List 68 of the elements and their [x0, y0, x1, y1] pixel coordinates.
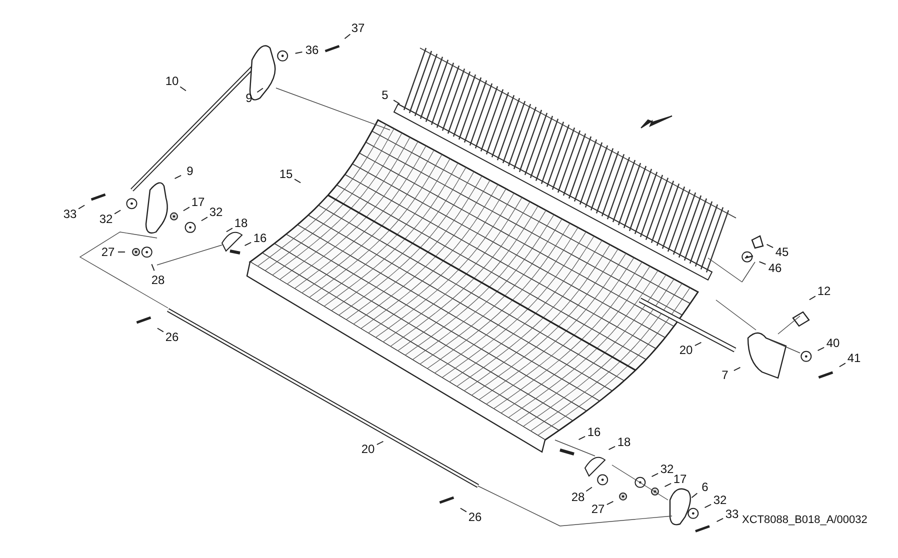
leader-line: [578, 436, 586, 440]
callout-number: 7: [722, 368, 728, 382]
leader-line: [294, 51, 303, 54]
leader-line: [151, 264, 155, 272]
callout-number: 27: [591, 502, 605, 516]
callout-number: 10: [165, 74, 179, 88]
callout-number: 20: [679, 343, 693, 357]
callout-number: 18: [234, 216, 248, 230]
callout-number: 32: [99, 212, 113, 226]
callout-number: 12: [817, 284, 831, 298]
leader-line: [716, 518, 724, 522]
callout-number: 9: [246, 91, 252, 105]
leader-line: [691, 492, 698, 498]
leader-line: [78, 204, 86, 210]
leader-line: [704, 504, 712, 508]
callout-number: 26: [165, 330, 179, 344]
callout-number: 15: [279, 167, 293, 181]
leader-line: [694, 342, 702, 346]
callout-number: 41: [847, 351, 861, 365]
callout-number: 9: [186, 164, 194, 178]
leader-line: [174, 174, 182, 180]
leader-line: [586, 486, 592, 492]
callout-number: 40: [826, 336, 840, 350]
drawing-number: XCT8088_B018_A/00032: [742, 514, 868, 526]
leader-line: [294, 178, 302, 184]
leader-line: [393, 100, 400, 104]
callout-number: 45: [775, 245, 789, 259]
leader-line: [817, 346, 825, 352]
callout-number: 17: [673, 472, 687, 486]
callout-number: 32: [713, 493, 727, 507]
callout-number: 17: [191, 195, 205, 209]
callout-number: 33: [725, 507, 739, 521]
callout-number: 18: [617, 435, 631, 449]
leader-line: [608, 446, 616, 450]
leader-line: [200, 216, 208, 222]
leader-line: [226, 228, 233, 232]
leader-line: [758, 261, 766, 265]
callout-number: 6: [702, 480, 708, 494]
callout-number: 16: [587, 425, 601, 439]
callout-number: 28: [571, 490, 585, 504]
callout-number: 20: [361, 442, 375, 456]
leader-line: [651, 472, 659, 478]
leader-line: [606, 500, 614, 506]
leader-line: [766, 244, 774, 248]
callout-number: 46: [768, 261, 782, 275]
callout-number: 37: [351, 21, 365, 35]
leader-line: [182, 206, 190, 212]
leader-line: [244, 242, 252, 246]
callout-number: 5: [382, 88, 388, 102]
leader-line: [156, 328, 164, 332]
callout-number: 32: [209, 205, 223, 219]
callout-number: 32: [660, 462, 674, 476]
callout-number: 33: [63, 207, 77, 221]
callout-number: 36: [305, 43, 319, 57]
leader-line: [460, 508, 467, 512]
leader-line: [376, 440, 384, 446]
callout-number: 16: [253, 231, 267, 245]
leader-line: [838, 362, 846, 368]
leader-line: [256, 88, 264, 93]
leader-line: [344, 34, 351, 40]
leader-line: [664, 482, 672, 488]
leader-line: [733, 366, 741, 372]
leader-line: [808, 296, 816, 300]
leader-line: [114, 210, 122, 214]
callout-number: 27: [101, 245, 115, 259]
callout-number: 28: [151, 273, 165, 287]
callout-number: 26: [468, 510, 482, 524]
leader-line: [180, 86, 186, 92]
